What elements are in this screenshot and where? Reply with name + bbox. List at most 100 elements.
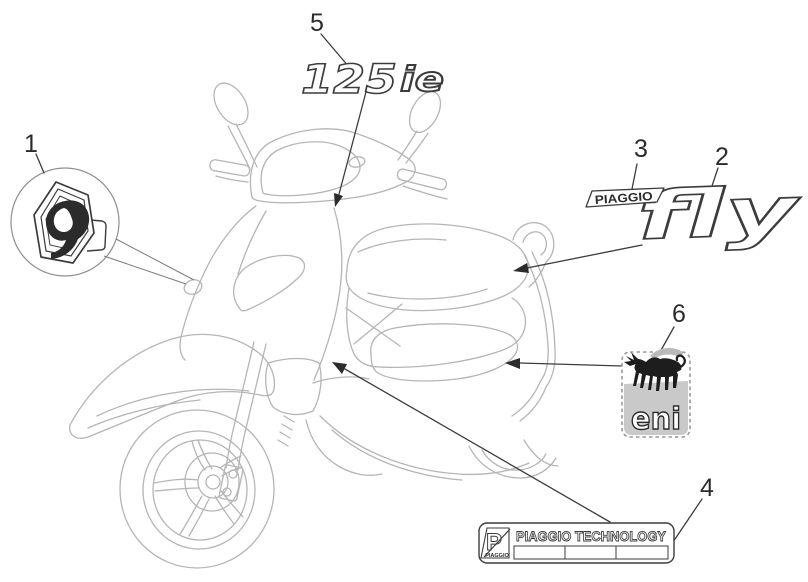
left-mirror-stalk [227,125,251,170]
emblem-location-spot [183,279,203,295]
arrowhead [505,358,520,369]
tire-inner [142,430,256,550]
right-mirror-head [408,90,442,134]
left-mirror [213,82,258,170]
arrowhead [332,362,347,374]
fender-ridge [87,399,201,429]
rear-edge [531,251,556,388]
rear-tire-arc [468,445,557,479]
leader-5 [320,33,350,68]
leader-4 [670,498,703,546]
sticker-eni: eni [621,348,691,438]
grab-rail-outer [512,222,555,263]
plate-logo-caption: PIAGGIO [485,553,509,559]
front-wheel [119,409,275,569]
spoke [219,455,242,469]
spoke [153,478,199,484]
shock-hatch [277,415,295,447]
hub-center [205,474,221,490]
leader-1 [35,153,45,174]
mud-flap [523,439,559,467]
leader-6 [659,326,675,353]
callout-numbers: 1 2 3 4 5 6 [24,9,729,502]
tire-outer [119,409,275,569]
spoke [179,495,203,535]
floor-step [312,376,370,384]
shield-left-edge [179,205,257,361]
right-lever [402,185,448,200]
undertail-line [331,429,463,481]
projection-wedge-line [103,238,195,285]
fork-leg [225,421,236,469]
eni-flame-mane [650,348,683,359]
plate-logo-letter: P [486,529,502,556]
leader-5-arrow-line [337,91,367,199]
plate-logo-slash [483,528,511,558]
seat-outline [345,223,529,312]
badge-outline [585,187,665,208]
tunnel-crease [345,303,403,347]
scooter-line-art [69,82,559,569]
handlebar-cover [209,128,448,204]
magnifier-circle [10,167,120,277]
front-fender [69,333,276,439]
eni-six-legged-dog [624,352,682,391]
plate-piaggio-technology: P PIAGGIO PIAGGIO TECHNOLOGY [478,522,675,564]
rim [152,439,248,541]
arrowhead [334,193,343,207]
spoke [154,487,199,492]
seat-seam [367,288,488,300]
fender-ridge [96,388,250,417]
shield-vent [233,254,306,312]
side-wing-panel [370,323,519,382]
spoke [220,490,244,518]
logo-fly: fly [635,171,804,255]
callout-number-6: 6 [672,300,686,328]
floor-edge [305,419,383,476]
seat-seam [357,238,447,253]
callout-number-3: 3 [634,135,648,163]
badge-piaggio: PIAGGIO [585,187,665,208]
caliper-bolt [222,487,232,497]
sticker-gray-panel [624,381,688,435]
callout-1-magnifier [10,167,195,285]
left-grip [209,159,251,177]
right-mirror-stalk [405,132,429,164]
brake-disc [184,452,240,512]
shield-right-edge [313,207,343,381]
left-lever [215,175,249,183]
callout-number-5: 5 [310,9,324,37]
right-mirror [397,90,442,164]
shield-crease [237,210,267,275]
front-shield [179,205,383,476]
hub [197,465,229,499]
undertail-line [319,415,530,476]
piaggio-p-counter [53,208,73,233]
callout-number-1: 1 [24,130,38,158]
left-mirror-head [213,82,249,126]
rear-body [319,251,556,481]
grab-rail-inner [522,231,548,256]
plate-title: PIAGGIO TECHNOLOGY [516,528,667,544]
spoke [221,466,243,477]
badge-text: PIAGGIO [594,189,653,207]
eni-text: eni [631,402,681,437]
callout-number-2: 2 [715,143,729,171]
logo-125ie: 125 ie [300,56,445,104]
model-suffix-text: ie [400,60,444,100]
spoke [191,440,206,471]
model-number-text: 125 [301,57,397,103]
rear-wheel [468,439,559,479]
spoke [188,498,210,537]
fly-text: fly [636,172,804,255]
rear-edge [523,253,549,383]
callout-number-4: 4 [700,474,714,502]
leader-lines [35,33,719,546]
plate-cells [513,545,669,560]
plate-logo-box [480,527,510,559]
eni-dog-tail [675,354,686,370]
leader-4-arrow-line [344,368,611,523]
right-mirror-stalk [397,130,418,161]
